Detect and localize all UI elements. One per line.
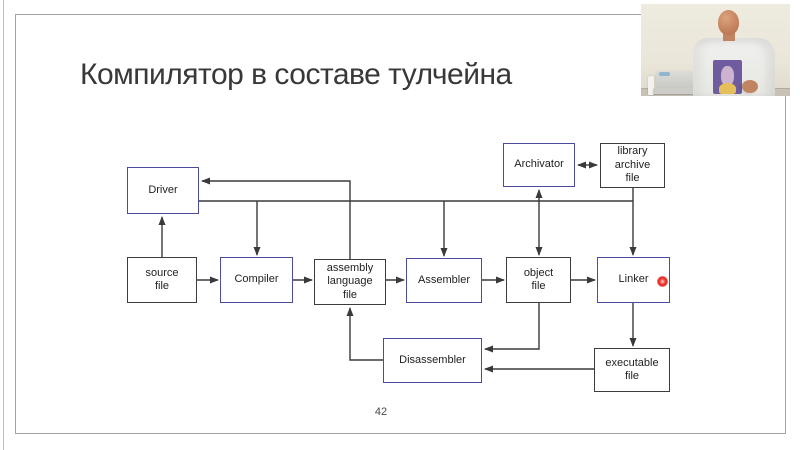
node-archivator: Archivator [503, 143, 575, 187]
presenter-neck [723, 31, 735, 41]
page-number: 42 [374, 406, 388, 418]
node-source-file-label: source file [145, 266, 179, 292]
laptop-screen-glow [659, 72, 670, 76]
laser-pointer-dot [657, 276, 668, 287]
node-executable-file-label: executable file [605, 356, 659, 382]
node-library-archive-file-label: library archive file [614, 145, 651, 185]
node-source-file: source file [127, 257, 197, 303]
node-executable-file: executable file [594, 348, 670, 392]
presenter-hand [742, 80, 758, 93]
node-archivator-label: Archivator [514, 158, 564, 171]
bottle [648, 76, 654, 95]
node-compiler-label: Compiler [234, 273, 279, 286]
node-driver: Driver [127, 167, 199, 214]
slide-title: Компилятор в составе тулчейна [80, 58, 512, 91]
node-linker-label: Linker [618, 273, 649, 286]
node-object-file-label: object file [523, 266, 554, 292]
tshirt-graphic-figure [721, 66, 734, 86]
node-assembler-label: Assembler [418, 273, 470, 286]
node-disassembler: Disassembler [383, 338, 482, 383]
node-assembly-language-file-label: assembly language file [326, 261, 374, 301]
node-object-file: object file [506, 257, 571, 303]
laptop-base [653, 88, 709, 94]
tshirt-graphic-yellow [719, 83, 736, 94]
node-assembler: Assembler [406, 258, 482, 303]
presenter-head [718, 10, 739, 35]
node-library-archive-file: library archive file [600, 143, 665, 188]
node-disassembler-label: Disassembler [399, 353, 466, 366]
node-assembly-language-file: assembly language file [314, 259, 386, 305]
screen-edge-line [3, 0, 4, 450]
node-driver-label: Driver [148, 183, 178, 196]
node-compiler: Compiler [220, 257, 293, 303]
presenter-webcam [641, 4, 790, 96]
